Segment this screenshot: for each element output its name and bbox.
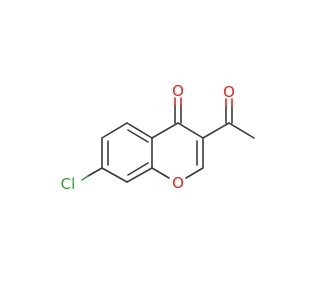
ketone-oxygen-label: O bbox=[172, 82, 184, 100]
pyranone-ring bbox=[151, 122, 204, 179]
chloro-bond bbox=[81, 167, 103, 181]
ring-oxygen-label: O bbox=[172, 174, 184, 192]
benzene-ring bbox=[101, 122, 153, 183]
acetyl-group bbox=[202, 98, 255, 139]
chlorine-label: Cl bbox=[61, 175, 76, 193]
structure-diagram: O O O Cl bbox=[61, 82, 255, 193]
ketone-bond bbox=[174, 97, 182, 124]
acetyl-oxygen-label: O bbox=[223, 83, 235, 101]
